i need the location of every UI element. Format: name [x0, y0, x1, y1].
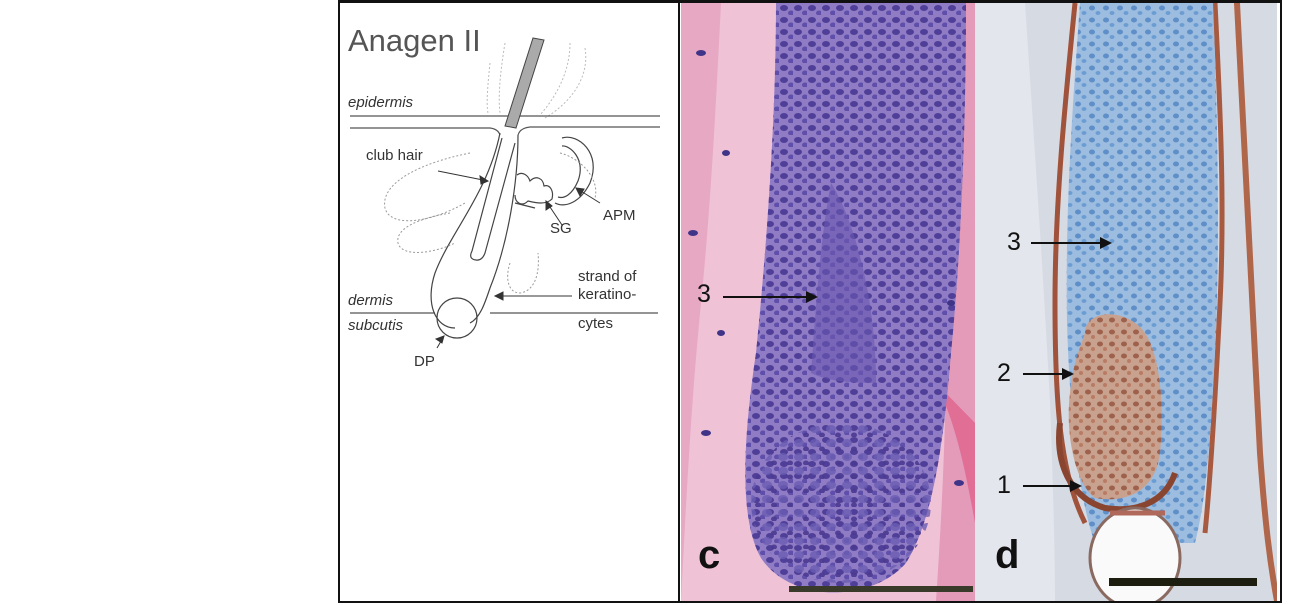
panel-c-arrow-label-3: 3 [697, 280, 711, 308]
panel-d-arrow-label-3: 3 [1007, 228, 1021, 256]
label-dermis: dermis [348, 292, 394, 309]
label-apm: APM [603, 207, 636, 224]
panel-d-arrow-label-1: 1 [997, 471, 1011, 499]
label-strand-1: strand of [578, 268, 637, 285]
diagram-title: Anagen II [348, 23, 481, 58]
anagen-diagram-panel: Anagen II epidermis club hair SG APM str… [340, 3, 678, 601]
micrograph-panel-c: 3 c [681, 3, 975, 601]
label-sg: SG [550, 220, 572, 237]
panel-d-letter: d [995, 533, 1020, 577]
label-dp: DP [414, 353, 435, 370]
hair-follicle-schematic [350, 37, 660, 349]
panel-c-letter: c [698, 533, 721, 577]
he-stained-follicle-image [681, 3, 975, 601]
label-epidermis: epidermis [348, 94, 414, 111]
panel-d-arrow-label-2: 2 [997, 359, 1011, 387]
label-club-hair: club hair [366, 147, 423, 164]
label-strand-2: keratino- [578, 286, 637, 303]
ihc-stained-follicle-image [975, 3, 1277, 601]
panel-divider [678, 0, 680, 603]
label-strand-3: cytes [578, 315, 614, 332]
label-subcutis: subcutis [348, 317, 404, 334]
micrograph-panel-d: 3 2 1 d [975, 3, 1277, 601]
